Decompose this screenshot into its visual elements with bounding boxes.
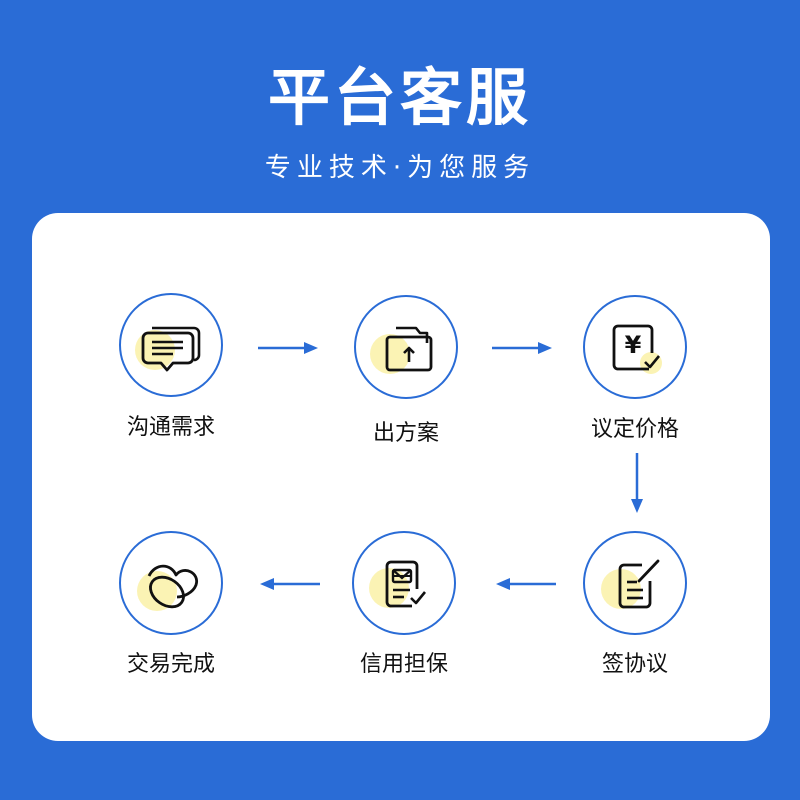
page-subtitle: 专业技术·为您服务 [264, 153, 536, 183]
step-label-sign: 签协议 [601, 652, 668, 677]
step-communicate [119, 293, 223, 397]
step-complete [119, 531, 223, 635]
step-guarantee [352, 531, 456, 635]
step-label-guarantee: 信用担保 [359, 652, 448, 677]
arrow-right-icon [258, 342, 318, 354]
arrow-left-icon [496, 578, 556, 590]
arrow-left-icon [260, 578, 320, 590]
sign-document-icon [601, 559, 660, 609]
step-sign [583, 531, 687, 635]
arrow-down-icon [631, 453, 643, 513]
guarantee-document-icon [369, 560, 427, 608]
step-label-communicate: 沟通需求 [126, 415, 215, 440]
price-document-icon: ¥ [612, 324, 662, 374]
svg-text:¥: ¥ [625, 331, 642, 359]
step-price: ¥ [583, 295, 687, 399]
step-label-price: 议定价格 [590, 417, 679, 442]
arrow-right-icon [492, 342, 552, 354]
page-title: 平台客服 [267, 61, 532, 134]
step-proposal [354, 295, 458, 399]
handshake-icon [137, 564, 199, 611]
chat-bubbles-icon [135, 326, 201, 372]
step-label-proposal: 出方案 [372, 421, 439, 446]
folder-upload-icon [370, 326, 433, 374]
step-label-complete: 交易完成 [126, 652, 215, 677]
process-card: 沟通需求 出方案 ¥ 议定价格 [32, 213, 770, 741]
